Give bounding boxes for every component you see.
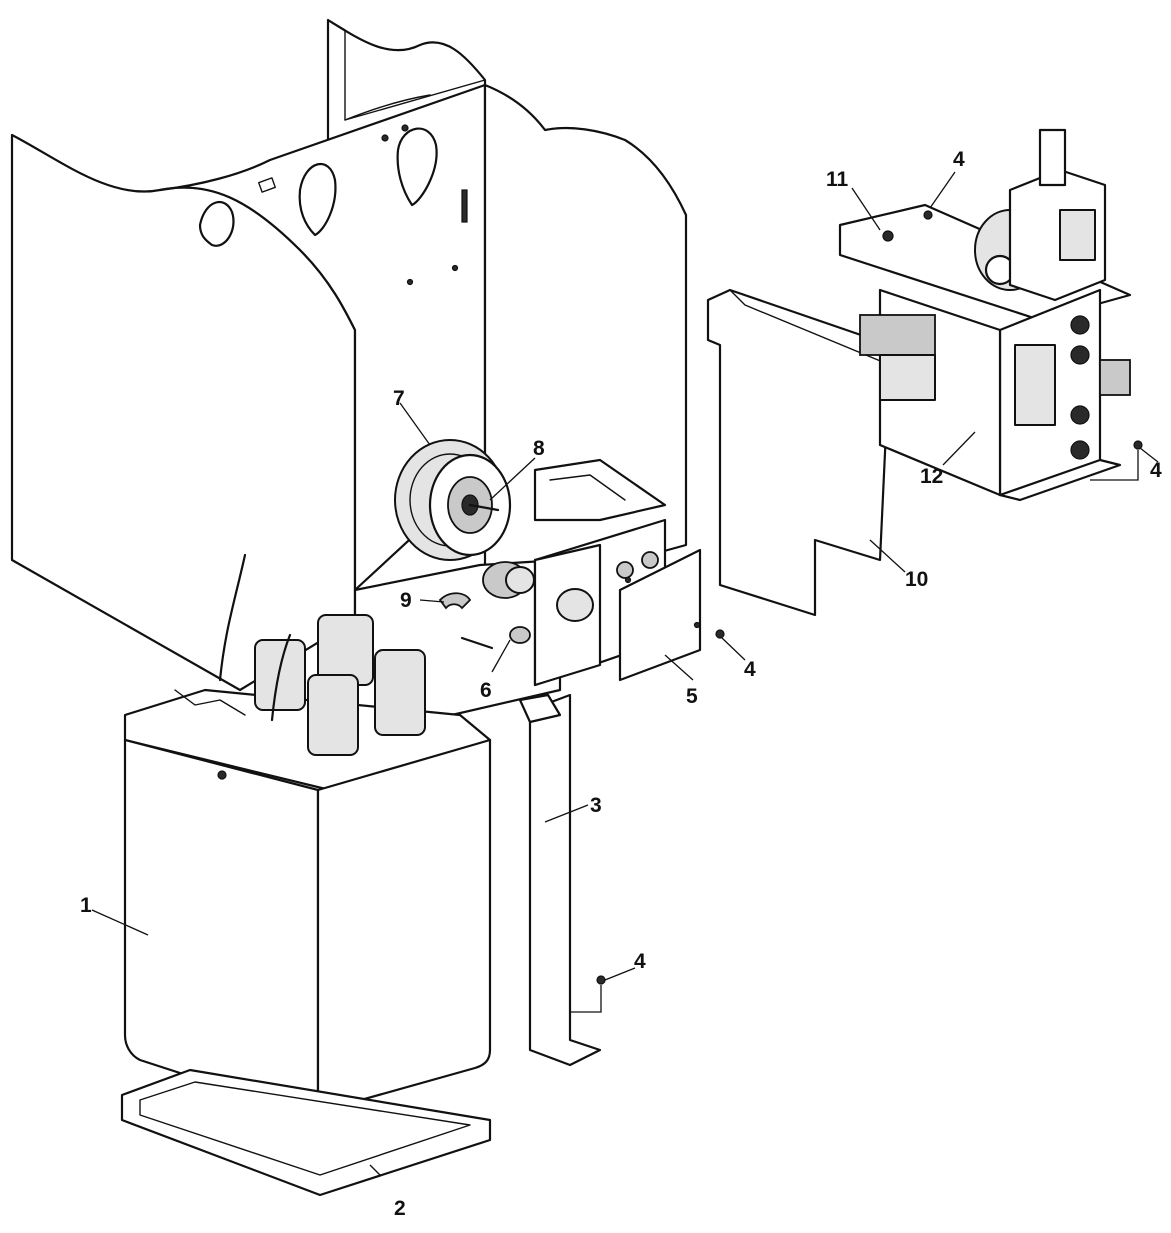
inducer-blower-assembly xyxy=(838,128,1132,502)
capacitor xyxy=(307,674,359,756)
side-access-panel xyxy=(706,288,892,617)
wire xyxy=(270,633,292,722)
screw xyxy=(715,629,725,639)
callout-2: 2 xyxy=(394,1197,406,1220)
callout-10: 10 xyxy=(905,568,928,591)
blower-wheel-assembly xyxy=(394,439,512,561)
callout-4-control: 4 xyxy=(1150,459,1162,482)
leader-lines xyxy=(91,171,1159,1176)
tank-assembly xyxy=(123,553,492,1114)
callout-7: 7 xyxy=(393,387,405,410)
cabinet-front-panel xyxy=(158,83,487,592)
cabinet-frame xyxy=(10,18,688,722)
callout-1: 1 xyxy=(80,894,92,917)
callout-4-bracket: 4 xyxy=(634,950,646,973)
pressure-switch xyxy=(556,588,594,622)
control-box-lid xyxy=(533,458,667,522)
callout-3: 3 xyxy=(590,794,602,817)
base-tray xyxy=(120,1068,492,1197)
cover-plate xyxy=(618,548,702,682)
callout-labels: 1 2 3 4 4 4 4 5 6 7 8 9 10 11 12 xyxy=(80,148,1162,1220)
capacitor xyxy=(374,649,426,736)
small-fittings xyxy=(438,592,531,650)
screw xyxy=(596,975,606,985)
callout-4-blower: 4 xyxy=(953,148,965,171)
limit-switch xyxy=(1099,359,1131,396)
pin-part-6 xyxy=(460,636,494,650)
wire xyxy=(218,553,247,682)
callout-4-cover: 4 xyxy=(744,658,756,681)
callout-8: 8 xyxy=(533,437,545,460)
callout-5: 5 xyxy=(686,685,698,708)
clip-part-9 xyxy=(438,592,472,610)
callout-12: 12 xyxy=(920,465,943,488)
tank-body-front xyxy=(123,738,320,1114)
knockout-hole xyxy=(396,127,438,207)
terminal-block xyxy=(859,314,936,356)
knockout-hole xyxy=(198,201,235,247)
callout-11: 11 xyxy=(826,168,849,191)
capacitor xyxy=(254,639,306,711)
knockout-hole xyxy=(298,162,337,237)
screw xyxy=(1133,440,1143,450)
callout-6: 6 xyxy=(480,679,492,702)
tank-body-side xyxy=(316,738,492,1114)
callout-9: 9 xyxy=(400,589,412,612)
support-bracket xyxy=(528,693,602,1067)
